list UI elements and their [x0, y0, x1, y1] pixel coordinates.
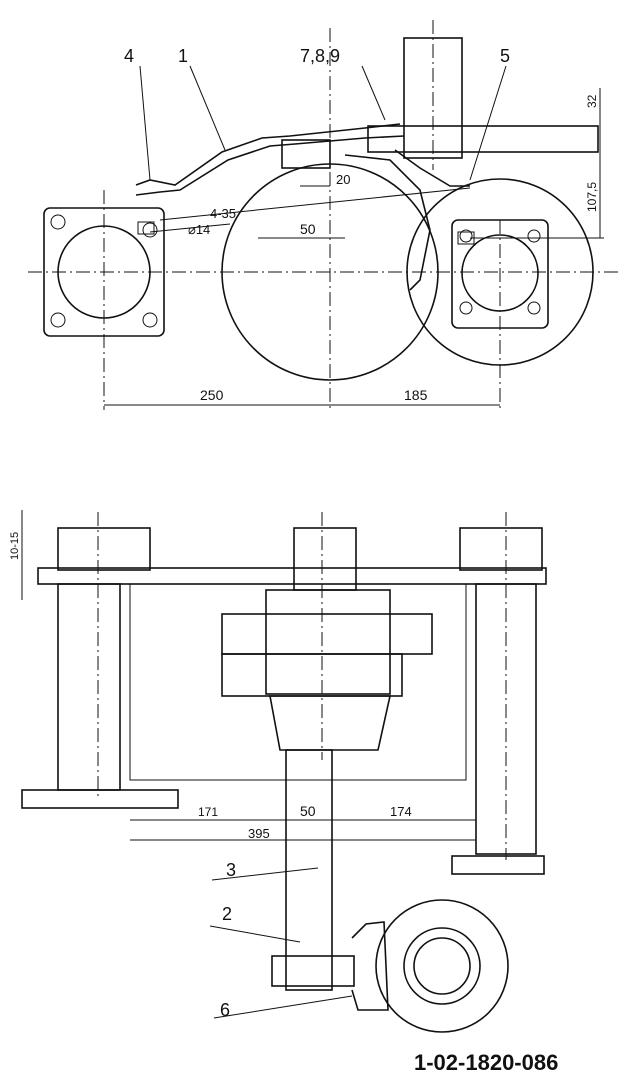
dim-20: 20	[336, 172, 350, 187]
callout-3: 3	[226, 860, 236, 880]
top-view: 4 1 7,8,9 5 250 185 50 20 4-35 ⌀14 32 10…	[28, 20, 620, 410]
callout-5: 5	[500, 46, 510, 66]
drawing-number: 1-02-1820-086	[414, 1050, 558, 1075]
callout-6: 6	[220, 1000, 230, 1020]
left-pillar-cap	[57, 527, 151, 571]
dim-10-15: 10-15	[9, 532, 21, 560]
right-base	[451, 855, 545, 875]
hub-taper	[269, 695, 391, 751]
dim-395: 395	[248, 826, 270, 841]
clamp-block	[281, 139, 331, 169]
dim-185: 185	[404, 387, 428, 403]
frame	[129, 583, 467, 781]
callout-4: 4	[124, 46, 134, 66]
dim-250: 250	[200, 387, 224, 403]
hub-block	[265, 589, 391, 695]
lower-wheel	[375, 899, 509, 1033]
right-pillar-cap	[459, 527, 543, 571]
dim-32: 32	[585, 94, 599, 108]
dim-171: 171	[198, 805, 218, 819]
callout-1: 1	[178, 46, 188, 66]
dim-174: 174	[390, 804, 412, 819]
callout-789: 7,8,9	[300, 46, 340, 66]
cross-bar	[367, 125, 599, 153]
dim-50-top: 50	[300, 221, 316, 237]
dia-14: ⌀14	[188, 222, 210, 237]
center-post	[293, 527, 357, 591]
left-base	[21, 789, 179, 809]
weld-spec: 4-35	[210, 206, 236, 221]
lever-arm	[135, 123, 401, 186]
dim-107-5: 107,5	[585, 182, 599, 212]
shaft	[285, 749, 333, 991]
dim-50-bottom: 50	[300, 803, 316, 819]
callout-2: 2	[222, 904, 232, 924]
bottom-view: 10-15 171 50 174 395 3 2 6	[9, 510, 547, 1033]
